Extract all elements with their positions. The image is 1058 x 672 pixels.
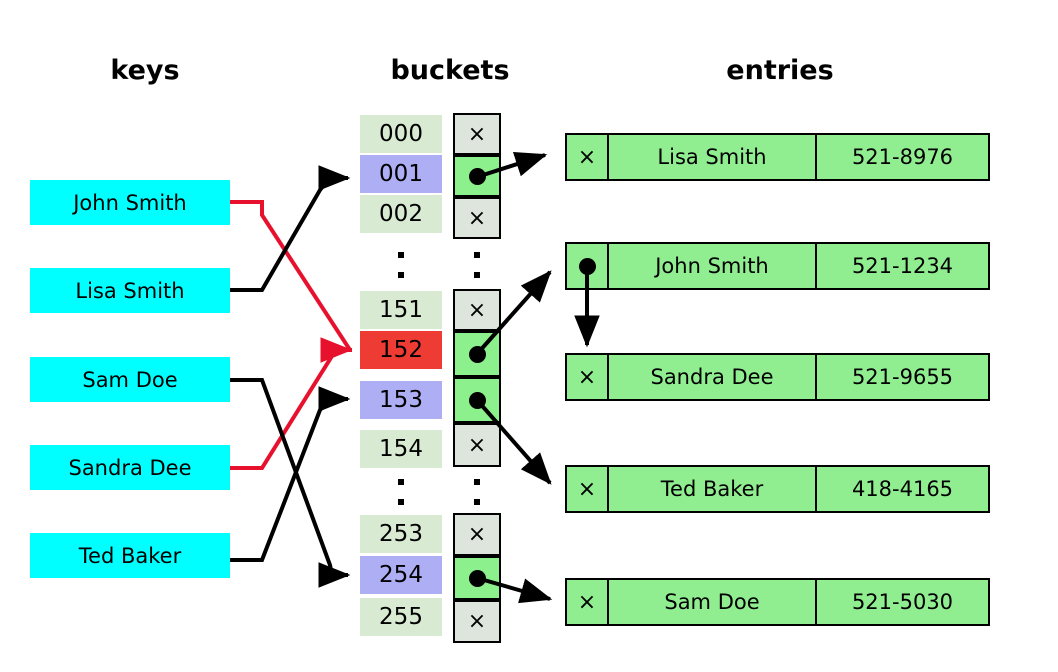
bucket-index-154: 154 xyxy=(360,430,442,468)
bucket-index-ellipsis-1 xyxy=(398,252,404,278)
entry-row-lisa-smith[interactable]: × Lisa Smith 521-8976 xyxy=(565,133,990,181)
entry-next-pointer: × xyxy=(567,135,609,179)
bucket-index-001: 001 xyxy=(360,155,442,193)
entry-phone: 521-5030 xyxy=(851,590,954,614)
entry-row-sandra-dee[interactable]: × Sandra Dee 521-9655 xyxy=(565,353,990,401)
bucket-index-000: 000 xyxy=(360,115,442,153)
wire-ted-baker-to-153 xyxy=(230,386,351,562)
bucket-slot-001[interactable] xyxy=(453,155,501,197)
bucket-slot-253[interactable]: × xyxy=(453,513,501,556)
bucket-slot-151[interactable]: × xyxy=(453,289,501,331)
entry-name: Ted Baker xyxy=(609,467,817,511)
key-box-ted-baker[interactable]: Ted Baker xyxy=(30,533,230,578)
bucket-slot-152[interactable] xyxy=(453,331,501,377)
entry-row-ted-baker[interactable]: × Ted Baker 418-4165 xyxy=(565,465,990,513)
column-header-keys: keys xyxy=(110,55,180,86)
entry-next-pointer xyxy=(567,244,609,288)
bucket-slot-ellipsis-2 xyxy=(474,479,480,505)
entry-name: Sandra Dee xyxy=(609,355,817,399)
key-box-sandra-dee[interactable]: Sandra Dee xyxy=(30,445,230,490)
entry-phone: 521-8976 xyxy=(851,145,954,169)
bucket-index-151: 151 xyxy=(360,291,442,329)
bucket-index-ellipsis-2 xyxy=(398,479,404,505)
key-box-john-smith[interactable]: John Smith xyxy=(30,180,230,225)
bucket-slot-254[interactable] xyxy=(453,556,501,600)
key-box-lisa-smith[interactable]: Lisa Smith xyxy=(30,268,230,313)
bucket-slot-002[interactable]: × xyxy=(453,197,501,239)
bucket-slot-153[interactable] xyxy=(453,377,501,423)
column-header-entries: entries xyxy=(726,55,834,86)
bucket-pointer-dot xyxy=(468,345,486,363)
bucket-index-152: 152 xyxy=(360,331,442,369)
bucket-index-253: 253 xyxy=(360,515,442,553)
bucket-slot-154[interactable]: × xyxy=(453,423,501,467)
entry-phone: 418-4165 xyxy=(851,477,954,501)
bucket-slot-255[interactable]: × xyxy=(453,600,501,643)
key-box-sam-doe[interactable]: Sam Doe xyxy=(30,357,230,402)
entry-row-john-smith[interactable]: John Smith 521-1234 xyxy=(565,242,990,290)
column-header-buckets: buckets xyxy=(390,55,510,86)
bucket-slot-ellipsis-1 xyxy=(474,252,480,278)
bucket-index-153: 153 xyxy=(360,381,442,419)
bucket-index-255: 255 xyxy=(360,598,442,636)
entry-name: Lisa Smith xyxy=(609,135,817,179)
bucket-pointer-dot xyxy=(468,391,486,409)
entry-next-pointer: × xyxy=(567,580,609,624)
entry-name: John Smith xyxy=(609,244,817,288)
wire-sandra-dee-to-152 xyxy=(230,350,334,470)
entry-pointer-dot xyxy=(578,257,596,275)
entry-name: Sam Doe xyxy=(609,580,817,624)
bucket-index-254: 254 xyxy=(360,556,442,594)
bucket-pointer-dot xyxy=(468,167,486,185)
entry-row-sam-doe[interactable]: × Sam Doe 521-5030 xyxy=(565,578,990,626)
bucket-index-002: 002 xyxy=(360,195,442,233)
wire-sam-doe-to-254 xyxy=(230,378,351,588)
entry-next-pointer: × xyxy=(567,467,609,511)
bucket-slot-000[interactable]: × xyxy=(453,113,501,155)
entry-phone: 521-1234 xyxy=(851,254,954,278)
bucket-pointer-dot xyxy=(468,569,486,587)
entry-next-pointer: × xyxy=(567,355,609,399)
wire-john-smith-to-152 xyxy=(230,200,353,363)
wire-lisa-smith-to-001 xyxy=(230,165,351,292)
entry-phone: 521-9655 xyxy=(851,365,954,389)
